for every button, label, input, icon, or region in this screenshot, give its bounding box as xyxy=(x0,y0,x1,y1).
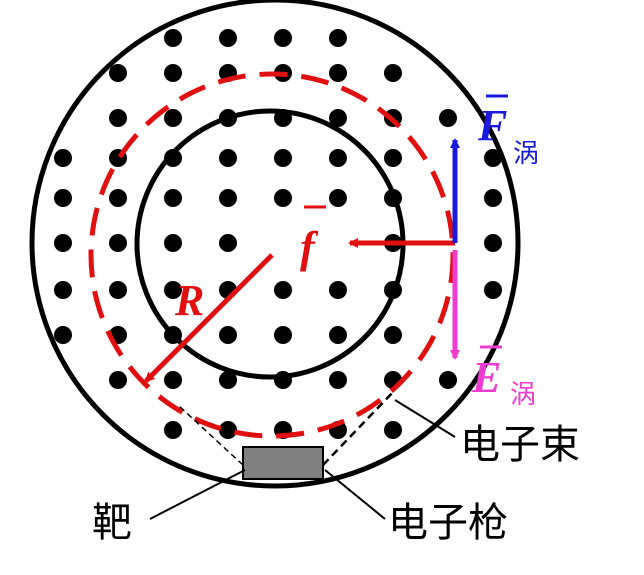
field-dot xyxy=(164,189,182,207)
field-dot xyxy=(384,326,402,344)
field-dot xyxy=(54,149,72,167)
field-dot xyxy=(219,421,237,439)
field-dot xyxy=(484,149,502,167)
field-dot xyxy=(54,189,72,207)
radius-arrow xyxy=(144,253,274,383)
field-dot xyxy=(109,109,127,127)
beam-leader-line xyxy=(394,399,456,438)
F-symbol: F xyxy=(477,101,507,150)
field-dot xyxy=(164,234,182,252)
E-subscript: 涡 xyxy=(510,380,536,410)
field-dot xyxy=(274,149,292,167)
field-dot xyxy=(109,64,127,82)
f-symbol: f xyxy=(300,223,319,272)
field-dot xyxy=(109,189,127,207)
gun-leader-line xyxy=(324,469,386,520)
field-dot xyxy=(329,149,347,167)
field-dot xyxy=(54,281,72,299)
field-dot xyxy=(274,29,292,47)
field-dot xyxy=(329,326,347,344)
f-label: f xyxy=(300,205,326,272)
field-dot xyxy=(219,371,237,389)
field-dot xyxy=(109,371,127,389)
magnetic-field-dots xyxy=(54,29,502,439)
field-dot xyxy=(484,281,502,299)
R-label: R xyxy=(174,276,204,325)
field-dot xyxy=(329,109,347,127)
field-dot xyxy=(219,189,237,207)
field-dot xyxy=(164,371,182,389)
target-label: 靶 xyxy=(92,500,132,546)
field-dot xyxy=(164,29,182,47)
field-dot xyxy=(329,281,347,299)
field-dot xyxy=(484,189,502,207)
field-dot xyxy=(274,326,292,344)
target-leader-line xyxy=(149,469,246,520)
field-dot xyxy=(274,189,292,207)
F-subscript: 涡 xyxy=(513,139,539,169)
field-dot xyxy=(54,234,72,252)
field-dot xyxy=(484,234,502,252)
field-dot xyxy=(54,326,72,344)
outer-circle xyxy=(29,0,521,489)
gun-label: 电子枪 xyxy=(388,500,508,546)
field-dot xyxy=(329,189,347,207)
beam-line-right xyxy=(322,389,396,466)
field-dot xyxy=(219,326,237,344)
field-dot xyxy=(109,234,127,252)
field-dot xyxy=(329,64,347,82)
field-dot xyxy=(439,371,457,389)
field-dot xyxy=(219,149,237,167)
field-dot xyxy=(109,281,127,299)
beam-label: 电子束 xyxy=(460,422,580,468)
field-dot xyxy=(164,421,182,439)
field-dot xyxy=(439,109,457,127)
electron-gun-block xyxy=(242,446,324,480)
field-dot xyxy=(384,421,402,439)
field-dot xyxy=(384,149,402,167)
E-eddy-label: E 涡 xyxy=(471,345,536,410)
field-dot xyxy=(329,29,347,47)
field-dot xyxy=(219,29,237,47)
F-eddy-label: F 涡 xyxy=(477,94,539,169)
field-dot xyxy=(164,109,182,127)
E-symbol: E xyxy=(471,353,501,402)
field-dot xyxy=(329,371,347,389)
field-dot xyxy=(274,281,292,299)
beam-line-left xyxy=(177,404,244,466)
field-dot xyxy=(384,64,402,82)
field-dot xyxy=(164,64,182,82)
field-dot xyxy=(164,149,182,167)
field-dot xyxy=(219,234,237,252)
field-dot xyxy=(164,281,182,299)
